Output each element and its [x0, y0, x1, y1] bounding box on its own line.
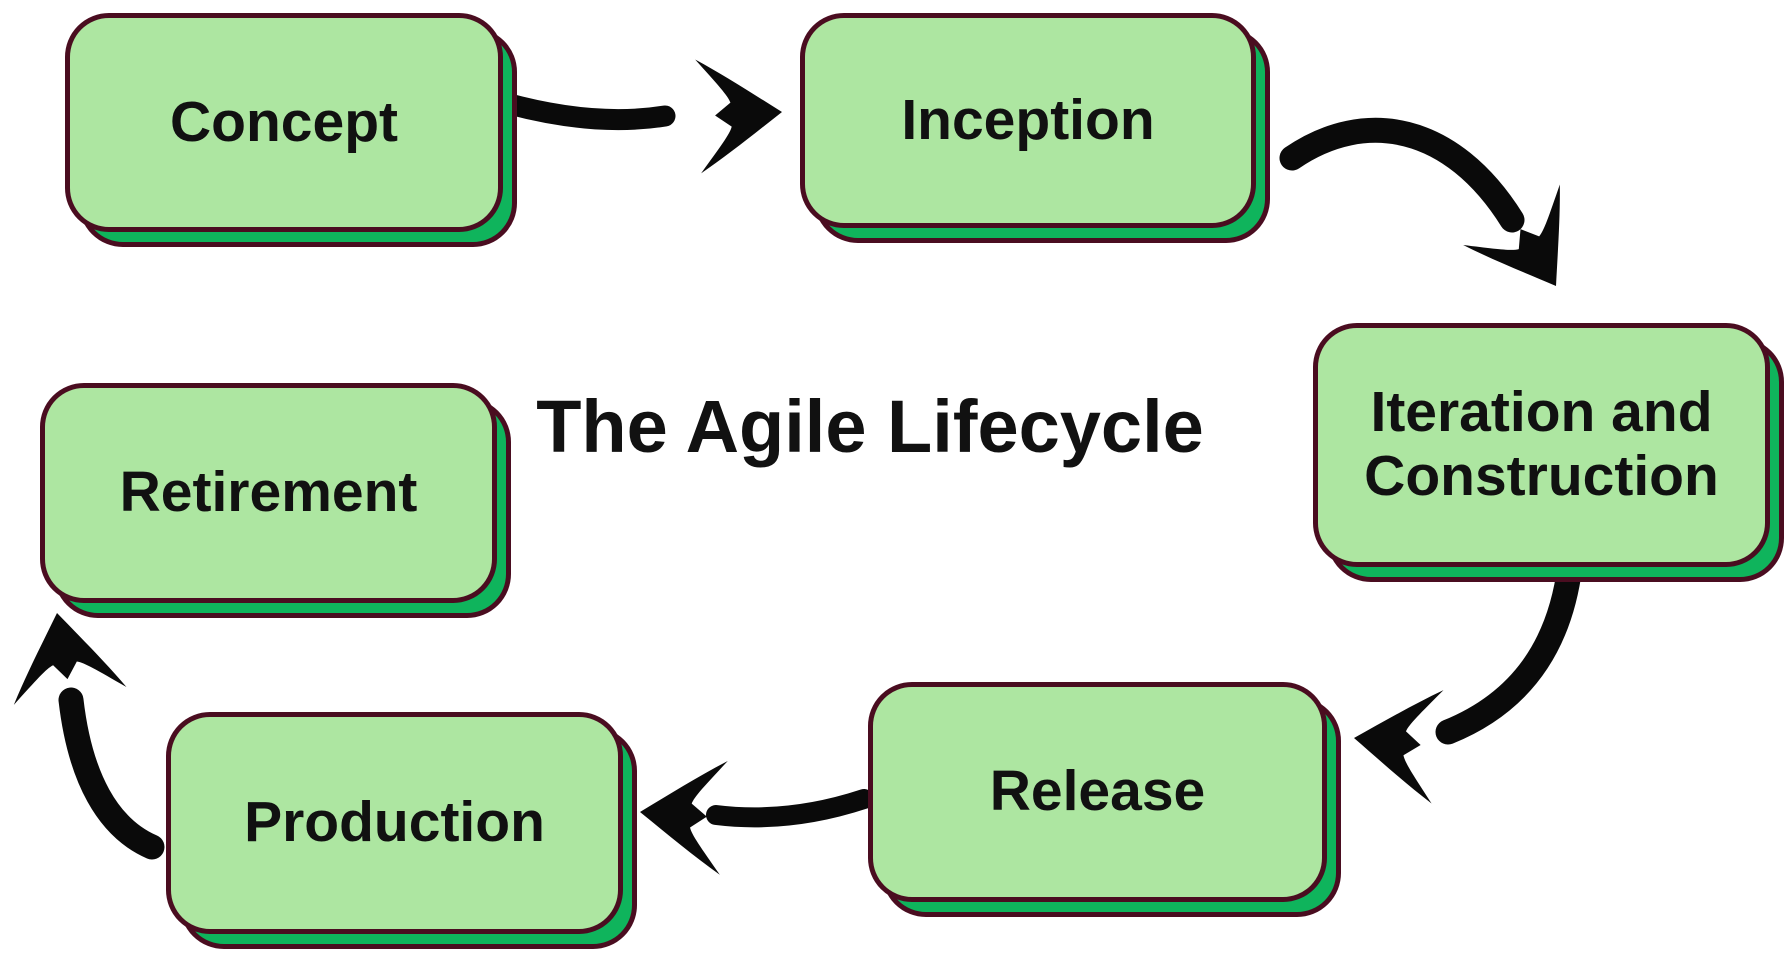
arrow-production-to-retirement [13, 613, 165, 860]
arrow-shaft [58, 687, 165, 860]
arrowhead-icon [640, 760, 728, 875]
node-label: Release [868, 682, 1327, 902]
arrow-iteration-to-release [1354, 553, 1583, 804]
arrow-shaft [1279, 117, 1525, 233]
node-inception: Inception [800, 13, 1270, 243]
arrow-release-to-production [640, 760, 874, 875]
arrowhead-icon [13, 613, 127, 705]
diagram-title: The Agile Lifecycle [536, 385, 1204, 468]
node-label: Retirement [40, 383, 497, 603]
arrow-inception-to-iteration [1279, 117, 1560, 286]
node-release: Release [868, 682, 1341, 917]
node-label: Production [166, 712, 623, 934]
node-iteration-and-construction: Iteration and Construction [1313, 323, 1784, 582]
node-retirement: Retirement [40, 383, 511, 618]
arrowhead-icon [695, 59, 782, 174]
node-label: Concept [65, 13, 503, 232]
arrow-shaft [484, 89, 676, 131]
node-label: Inception [800, 13, 1256, 228]
arrow-shaft [1435, 553, 1583, 745]
node-concept: Concept [65, 13, 517, 247]
node-label: Iteration and Construction [1313, 323, 1770, 567]
arrow-concept-to-inception [484, 59, 782, 174]
node-production: Production [166, 712, 637, 949]
arrow-shaft [706, 789, 874, 828]
arrowhead-icon [1354, 690, 1444, 804]
arrowhead-icon [1463, 184, 1560, 286]
